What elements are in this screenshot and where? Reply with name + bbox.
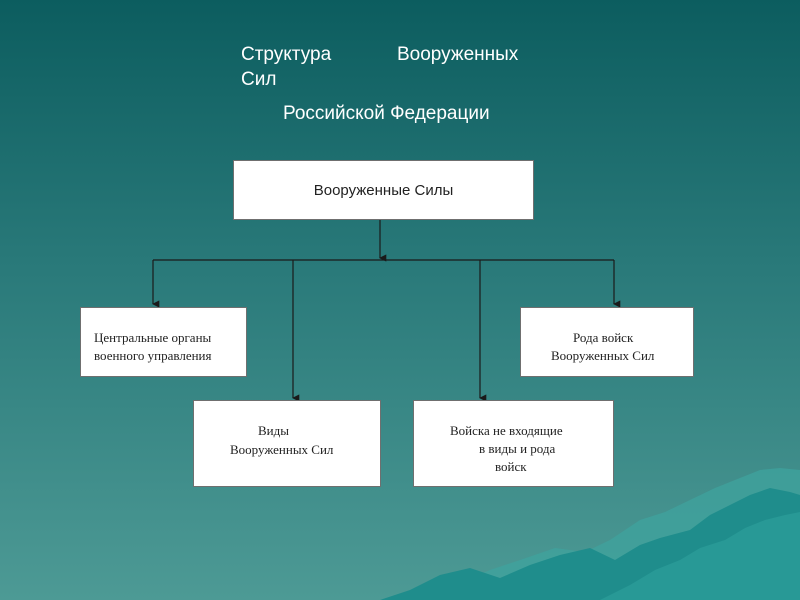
title-word-forces: Сил	[241, 69, 277, 90]
node-other-troops-line2: в виды и рода	[479, 441, 556, 456]
mountain-ridge	[600, 512, 800, 600]
node-branches-line1: Виды	[258, 423, 289, 438]
title-russian-federation: Российской Федерации	[283, 103, 490, 124]
node-arms-line1: Рода войск	[573, 330, 634, 345]
node-branches-line2: Вооруженных Сил	[230, 442, 334, 457]
node-arms-line2: Вооруженных Сил	[551, 348, 655, 363]
node-central-organs-line2: военного управления	[94, 348, 212, 363]
node-branches: Виды Вооруженных Сил	[193, 400, 381, 487]
title-word-armed: Вооруженных	[397, 44, 519, 65]
node-other-troops-line3: войск	[495, 459, 527, 474]
node-armed-forces: Вооруженные Силы	[233, 160, 534, 220]
title-word-structure: Структура	[241, 44, 332, 65]
node-central-organs-line1: Центральные органы	[94, 330, 212, 345]
node-arms: Рода войск Вооруженных Сил	[520, 307, 694, 377]
node-other-troops-line1: Войска не входящие	[450, 423, 563, 438]
node-other-troops: Войска не входящие в виды и рода войск	[413, 400, 614, 487]
node-armed-forces-label: Вооруженные Силы	[313, 181, 454, 199]
node-central-organs: Центральные органы военного управления	[80, 307, 247, 377]
